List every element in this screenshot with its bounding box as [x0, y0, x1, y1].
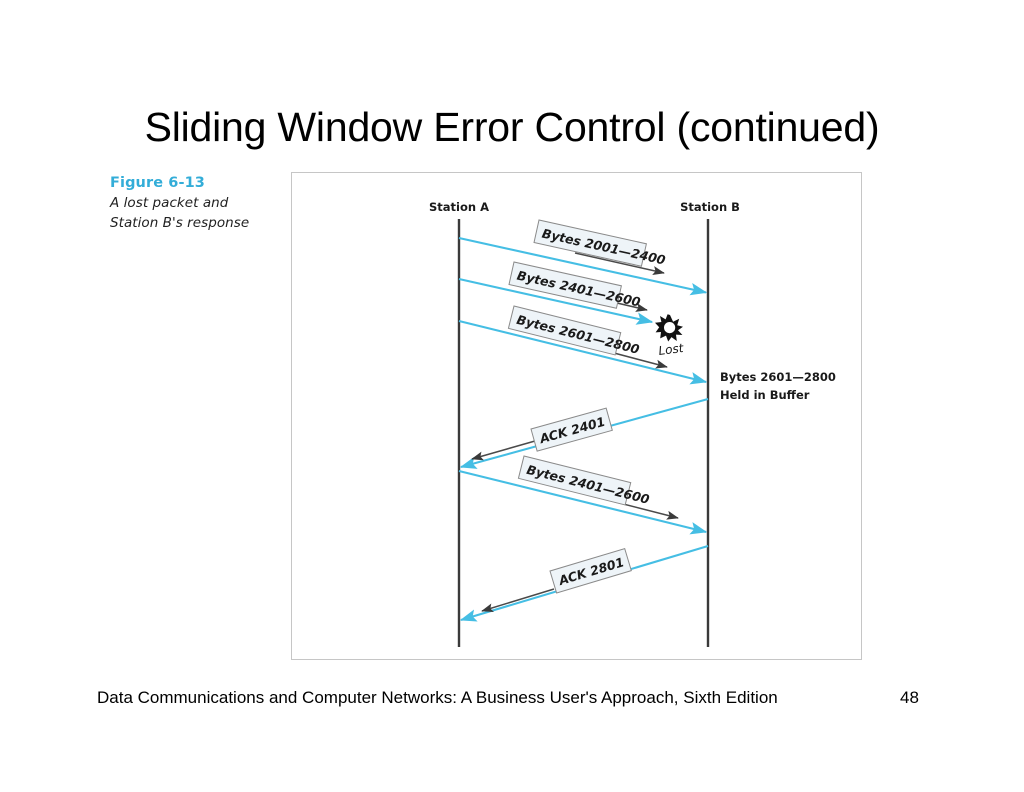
- figure-description-line-1: A lost packet and: [110, 195, 229, 212]
- message-label-6: ACK 2801: [549, 547, 632, 594]
- figure-description-line-2: Station B's response: [110, 214, 250, 231]
- page-number: 48: [900, 688, 919, 707]
- lifeline-label-station-a: Station A: [429, 200, 489, 214]
- figure-number: Figure 6-13: [110, 175, 205, 191]
- lifeline-label-station-b: Station B: [680, 200, 740, 214]
- buffer-note-line-1: Bytes 2601—2800: [720, 370, 836, 384]
- message-label-3: Bytes 2601—2800: [507, 305, 641, 357]
- footer-text: Data Communications and Computer Network…: [97, 688, 778, 707]
- figure-frame: Station A Station B Bytes 2001—2400 B: [291, 172, 862, 660]
- buffer-note-line-2: Held in Buffer: [720, 388, 810, 402]
- figure-caption: Figure 6-13 A lost packet and Station B'…: [110, 173, 285, 233]
- sequence-diagram: Station A Station B Bytes 2001—2400 B: [429, 200, 836, 647]
- message-label-1: Bytes 2001—2400: [533, 219, 667, 268]
- lost-label: Lost: [658, 341, 686, 358]
- page-title: Sliding Window Error Control (continued): [144, 104, 880, 150]
- message-arrow-1: [458, 236, 708, 296]
- message-label-4: ACK 2401: [530, 407, 613, 452]
- lost-starburst-icon: [655, 314, 683, 342]
